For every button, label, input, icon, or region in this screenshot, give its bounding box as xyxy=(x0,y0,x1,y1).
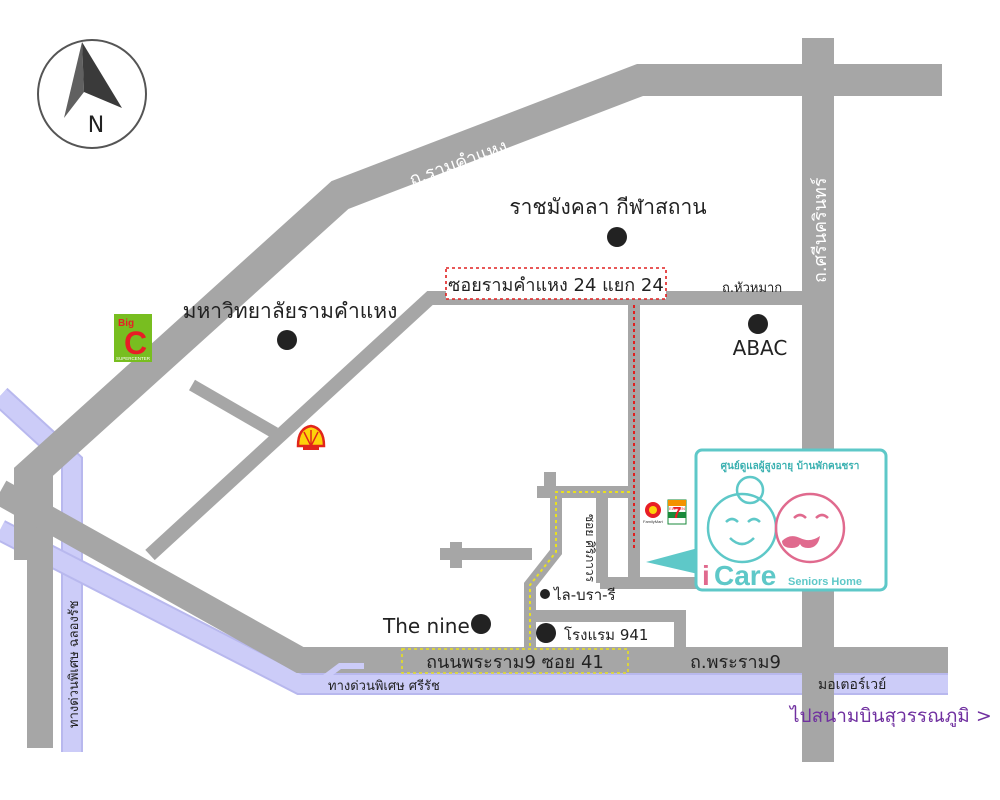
highlight-box-rama9-soi xyxy=(401,648,629,674)
icare-mustache-icon xyxy=(782,536,820,548)
road-label-expressway-sirirat: ทางด่วนพิเศษ ศรีรัช xyxy=(328,678,440,694)
compass-letter: N xyxy=(88,113,104,138)
icare-brand-i: i xyxy=(702,560,710,591)
svg-text:7: 7 xyxy=(673,505,682,522)
poi-rajamangala-dot xyxy=(607,227,627,247)
bigc-logo: Big C SUPERCENTER xyxy=(114,314,152,362)
familymart-logo: FamilyMart xyxy=(643,502,664,524)
airport-link[interactable]: ไปสนามบินสุวรรณภูมิ > xyxy=(788,705,992,728)
highlight-soi-ramkhamhaeng: ซอยรามคำแหง 24 แยก 24 xyxy=(448,275,664,296)
icare-grandfather-icon xyxy=(774,492,846,564)
highlight-box-soi-24 xyxy=(445,267,667,300)
poi-hotel-941-dot xyxy=(536,623,556,643)
compass-arrow-shade-icon xyxy=(82,42,122,108)
svg-text:FamilyMart: FamilyMart xyxy=(643,519,664,524)
icare-tagline: Seniors Home xyxy=(788,576,862,588)
road-rama9 xyxy=(0,480,948,673)
road-label-hua-mak: ถ.หัวหมาก xyxy=(722,281,782,296)
road-label-motorway: มอเตอร์เวย์ xyxy=(818,676,886,693)
poi-ramkhamhaeng-univ-dot xyxy=(277,330,297,350)
road-connector-diagonal xyxy=(188,379,279,439)
road-label-rama9: ถ.พระราม9 xyxy=(690,652,781,673)
poi-la-brary-dot xyxy=(540,589,550,599)
svg-text:SUPERCENTER: SUPERCENTER xyxy=(116,356,151,361)
road-label-expressway-chalongrat: ทางด่วนพิเศษ ฉลองรัช xyxy=(67,600,82,728)
seven-eleven-logo: 7 ELEVEN xyxy=(667,499,687,525)
svg-text:ELEVEN: ELEVEN xyxy=(669,506,685,511)
poi-la-brary: ไล-บรา-รี xyxy=(553,586,616,604)
poi-rajamangala: ราชมังคลา กีฬาสถาน xyxy=(509,195,706,219)
poi-abac: ABAC xyxy=(733,336,788,360)
expressway-layer xyxy=(0,387,948,752)
compass: N xyxy=(37,39,147,149)
road-layer xyxy=(0,38,948,762)
icare-pointer xyxy=(646,548,698,574)
compass-arrow-icon xyxy=(64,42,84,118)
icare-title: ศูนย์ดูแลผู้สูงอายุ บ้านพักคนชรา xyxy=(721,460,860,473)
poi-the-nine-dot xyxy=(471,614,491,634)
shell-logo xyxy=(296,424,326,450)
poi-hotel-941: โรงแรม 941 xyxy=(564,626,648,644)
poi-ramkhamhaeng-univ: มหาวิทยาลัยรามคำแหง xyxy=(183,299,398,323)
route-yellow-dotted xyxy=(529,491,630,652)
road-label-soi-siriporn: ซอย ศิริภาวร xyxy=(583,514,597,583)
road-label-srinakarin: ถ.ศรีนครินทร์ xyxy=(810,177,831,283)
svg-text:C: C xyxy=(124,325,147,361)
road-hua-mak xyxy=(145,291,805,561)
expressway-ramp xyxy=(314,663,364,687)
icare-brand-care: Care xyxy=(714,560,776,591)
poi-the-nine: The nine xyxy=(382,614,470,638)
icare-card xyxy=(694,448,888,592)
expressway-sirirat-fill xyxy=(0,521,948,693)
highlight-rama9-soi: ถนนพระราม9 ซอย 41 xyxy=(426,652,604,673)
svg-text:Big: Big xyxy=(118,318,134,329)
icare-callout: ศูนย์ดูแลผู้สูงอายุ บ้านพักคนชรา i Care … xyxy=(646,448,888,592)
expressway-chalongrat-fill xyxy=(0,389,81,752)
poi-abac-dot xyxy=(748,314,768,334)
